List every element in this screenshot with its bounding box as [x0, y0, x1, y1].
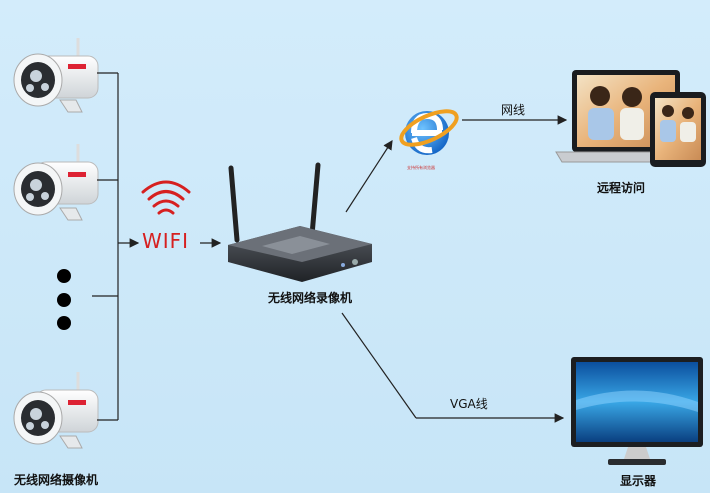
browser-caption: 支持所有浏览器 — [407, 165, 435, 170]
display-label: 显示器 — [620, 474, 657, 488]
internet-explorer-icon — [399, 109, 459, 155]
camera-icon — [13, 144, 99, 221]
camera-connector-lines — [92, 72, 222, 421]
camera-icon — [13, 38, 99, 113]
cameras-label: 无线网络摄像机 — [14, 473, 99, 487]
monitor-icon — [571, 357, 703, 465]
vga-cable-label: VGA线 — [450, 397, 488, 411]
ellipsis-dot — [57, 316, 71, 330]
tablet-icon — [650, 92, 706, 167]
nvr-label: 无线网络录像机 — [268, 291, 353, 305]
wifi-signal-icon — [141, 180, 191, 215]
wifi-label: WIFI — [142, 229, 190, 253]
network-cable-label: 网线 — [501, 103, 526, 117]
router-nvr-icon — [228, 162, 372, 282]
ellipsis-dot — [57, 293, 71, 307]
ellipsis-dot — [57, 269, 71, 283]
remote-access-label: 远程访问 — [597, 181, 646, 195]
camera-icon — [13, 372, 99, 449]
